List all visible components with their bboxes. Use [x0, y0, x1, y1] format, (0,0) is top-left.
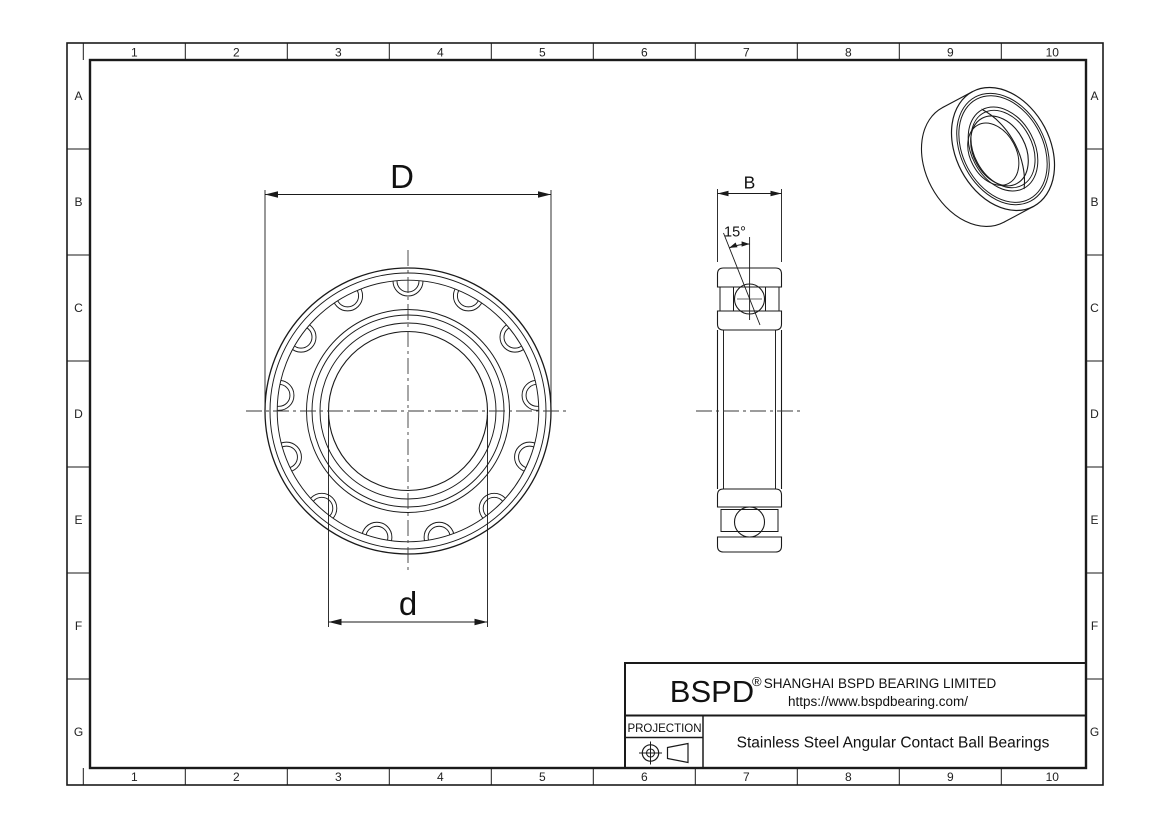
- grid-label: 5: [539, 770, 546, 784]
- grid-label: 7: [743, 46, 750, 60]
- grid-label: E: [74, 513, 82, 527]
- first-angle-projection-icon: [639, 741, 689, 765]
- grid-label: B: [74, 195, 82, 209]
- contact-angle-annotation: 15°: [723, 225, 761, 326]
- grid-label: A: [74, 89, 82, 103]
- grid-label: 4: [437, 46, 444, 60]
- grid-label: A: [1090, 89, 1098, 103]
- seal-left: [719, 286, 734, 312]
- grid-label: B: [1090, 195, 1098, 209]
- drawing-title: Stainless Steel Angular Contact Ball Bea…: [737, 735, 1050, 752]
- section-bottom-half: [716, 488, 783, 553]
- grid-label: E: [1090, 513, 1098, 527]
- outer-diameter-label: D: [390, 158, 414, 195]
- grid-label: 10: [1046, 46, 1060, 60]
- grid-label: 5: [539, 46, 546, 60]
- isometric-view: [920, 86, 1056, 228]
- projection-label: PROJECTION: [627, 723, 701, 735]
- dimension-width: B: [717, 173, 782, 262]
- grid-label: 2: [233, 770, 240, 784]
- grid-label: D: [1090, 407, 1099, 421]
- section-view: B 15°: [696, 173, 803, 553]
- grid-label: 4: [437, 770, 444, 784]
- grid-label: F: [75, 619, 82, 633]
- grid-label: 7: [743, 770, 750, 784]
- brand-logo: BSPD: [670, 674, 754, 709]
- front-view: [246, 250, 570, 574]
- grid-label: 8: [845, 46, 852, 60]
- bore-diameter-label: d: [399, 585, 417, 622]
- grid-label: 3: [335, 770, 342, 784]
- grid-label: 1: [131, 770, 138, 784]
- grid-label: 8: [845, 770, 852, 784]
- dimension-bore-diameter: d: [328, 415, 488, 627]
- grid-row-labels-right: A B C D E F G: [1090, 89, 1099, 739]
- grid-label: 6: [641, 770, 648, 784]
- grid-label: 6: [641, 46, 648, 60]
- seal-right: [765, 286, 780, 312]
- grid-label: 10: [1046, 770, 1060, 784]
- grid-label: C: [74, 301, 83, 315]
- grid-label: 2: [233, 46, 240, 60]
- company-website[interactable]: https://www.bspdbearing.com/: [788, 694, 968, 709]
- grid-label: C: [1090, 301, 1099, 315]
- grid-label: D: [74, 407, 83, 421]
- grid-label: 1: [131, 46, 138, 60]
- grid-label: 9: [947, 46, 954, 60]
- grid-row-labels-left: A B C D E F G: [74, 89, 83, 739]
- grid-label: G: [74, 725, 83, 739]
- contact-angle-label: 15°: [724, 225, 746, 241]
- grid-label: F: [1091, 619, 1098, 633]
- ball-section-hidden: [733, 506, 766, 538]
- dimension-outer-diameter: D: [264, 158, 552, 406]
- grid-label: 3: [335, 46, 342, 60]
- registered-mark: ®: [752, 674, 762, 689]
- grid-column-labels-bottom: 1 2 3 4 5 6 7 8 9 10: [131, 770, 1059, 784]
- grid-label: G: [1090, 725, 1099, 739]
- title-block: BSPD ® SHANGHAI BSPD BEARING LIMITED htt…: [624, 662, 1087, 769]
- grid-label: 9: [947, 770, 954, 784]
- width-label: B: [744, 173, 756, 193]
- sheet-frame: 1 2 3 4 5 6 7 8 9 10 1 2 3 4 5 6 7 8 9 10 A B C D E F G A B C D E F G: [66, 42, 1104, 786]
- company-name: SHANGHAI BSPD BEARING LIMITED: [764, 676, 997, 691]
- seal-band: [720, 509, 779, 532]
- grid-column-labels-top: 1 2 3 4 5 6 7 8 9 10: [131, 46, 1059, 60]
